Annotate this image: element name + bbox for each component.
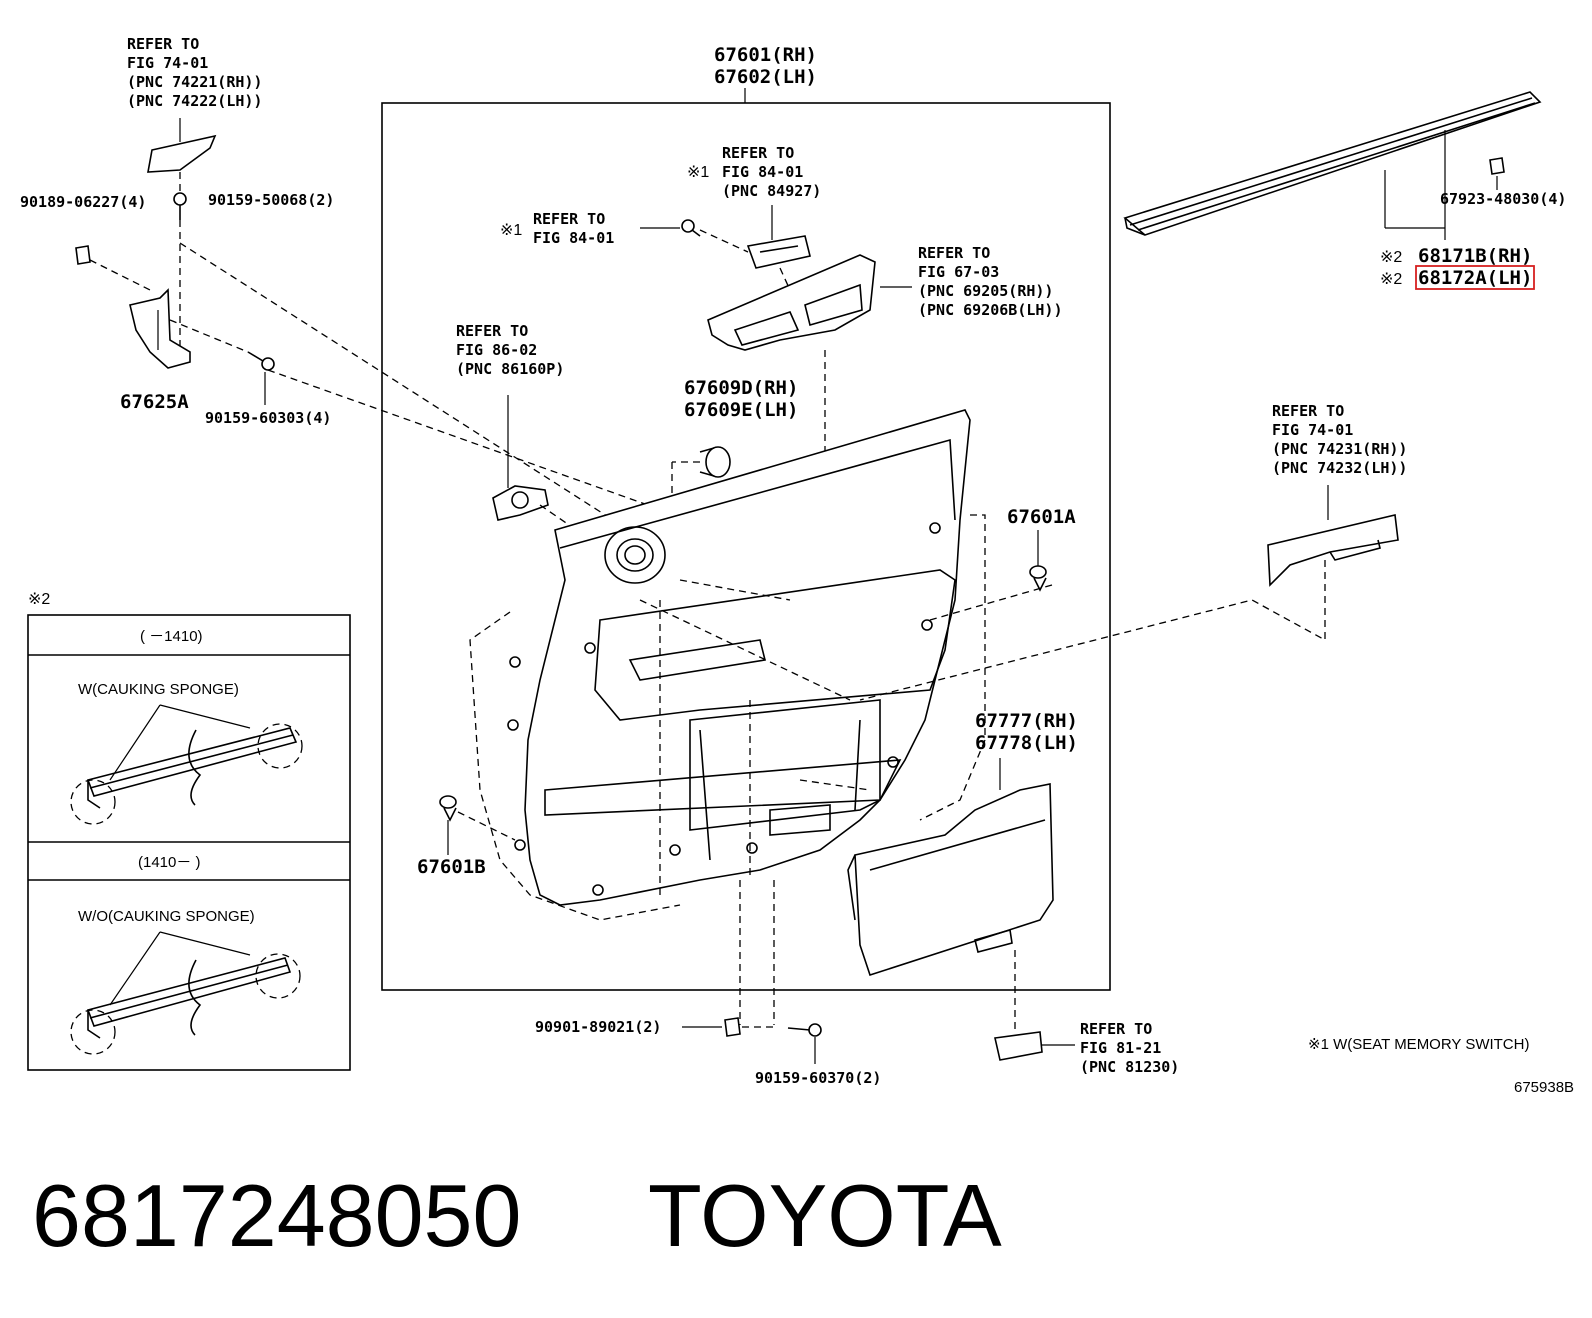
switch-refer-line1: REFER TO [722,144,794,162]
weatherstrip-note-mark-rh: ※2 [1380,249,1402,266]
clip-b-label: 67601B [417,856,486,878]
seat-memory-switch [746,235,811,269]
speaker-refer-line1: REFER TO [456,322,528,340]
clip-90189-06227 [75,245,91,265]
inset-mark: ※2 [28,591,50,608]
speaker-refer-line2: FIG 86-02 [456,341,537,359]
weatherstrip [1123,91,1542,236]
bracket-67625a [129,288,191,369]
right-trim-dash [859,560,1326,701]
screw-label: 90159-60303(4) [205,409,331,427]
footnote: ※1 W(SEAT MEMORY SWITCH) [1308,1036,1529,1053]
armrest-refer-line3: (PNC 69205(RH)) [918,282,1053,300]
panel-dash-outline-right [919,514,986,821]
screw-ref-line2: FIG 84-01 [533,229,614,247]
bracket-label: 67625A [120,391,189,413]
upper-trim-piece [147,134,217,173]
figure-code: 675938B [1514,1079,1574,1096]
switch-note-mark: ※1 [687,164,709,181]
clip-right-label: 90159-50068(2) [208,191,334,209]
top-left-refer-line3: (PNC 74221(RH)) [127,73,262,91]
bottom-screw-label: 90159-60370(2) [755,1069,881,1087]
switch-refer-line3: (PNC 84927) [722,182,821,200]
clip-67601b [439,795,457,822]
bottom-nut-label: 90901-89021(2) [535,1018,661,1036]
weatherstrip-clip [1489,157,1505,175]
courtesy-lamp [994,1031,1043,1061]
switch-screw [681,219,701,237]
inset-row2-header: (1410－ ) [138,854,201,871]
clip-90159-50068 [173,192,187,220]
weatherstrip-lh-highlight [1415,265,1535,290]
top-left-refer-line2: FIG 74-01 [127,54,208,72]
clip-left-label: 90189-06227(4) [20,193,146,211]
right-refer-line4: (PNC 74232(LH)) [1272,459,1407,477]
door-trim-panel [507,409,971,906]
lower-door-panel [854,783,1054,977]
main-panel-frame [381,102,1111,991]
armrest-refer-line4: (PNC 69206B(LH)) [918,301,1063,319]
armrest-refer-line2: FIG 67-03 [918,263,999,281]
inset-row1-header: ( －1410) [140,628,203,645]
courtesy-refer-line3: (PNC 81230) [1080,1058,1179,1076]
brand-name: TOYOTA [648,1166,1002,1265]
nut-90901-89021 [724,1017,741,1037]
right-refer-line3: (PNC 74231(RH)) [1272,440,1407,458]
main-panel-label-lh: 67602(LH) [714,66,817,88]
weatherstrip-note-mark-lh: ※2 [1380,271,1402,288]
right-refer-line1: REFER TO [1272,402,1344,420]
armrest-refer-line1: REFER TO [918,244,990,262]
weatherstrip-rh-label: 68171B(RH) [1418,245,1532,267]
courtesy-refer-line2: FIG 81-21 [1080,1039,1161,1057]
switch-refer-line2: FIG 84-01 [722,163,803,181]
right-refer-line2: FIG 74-01 [1272,421,1353,439]
trim-cap [699,446,731,478]
main-panel-label-rh: 67601(RH) [714,44,817,66]
screw-ref-note-mark: ※1 [500,222,522,239]
lower-panel-label-rh: 67777(RH) [975,710,1078,732]
inset-row1-caption: W(CAUKING SPONGE) [78,681,239,698]
weatherstrip-clip-label: 67923-48030(4) [1440,190,1566,208]
clip-67601a [1029,565,1047,592]
courtesy-refer-line1: REFER TO [1080,1020,1152,1038]
panel-dash-outline [469,611,681,921]
top-left-refer-line4: (PNC 74222(LH)) [127,92,262,110]
clip-a-label: 67601A [1007,506,1076,528]
screw-90159-60370 [787,1023,822,1037]
screw-ref-line1: REFER TO [533,210,605,228]
screw-90159-60303 [247,351,275,371]
speaker-refer-line3: (PNC 86160P) [456,360,564,378]
lower-panel-label-lh: 67778(LH) [975,732,1078,754]
top-left-refer-line1: REFER TO [127,35,199,53]
right-trim-piece [1267,514,1399,587]
armrest-bezel [707,254,876,351]
inset-strip-without-sponge [70,931,301,1055]
weatherstrip-lh-label: 68172A(LH) [1418,267,1532,289]
inset-row2-caption: W/O(CAUKING SPONGE) [78,908,255,925]
cap-label-lh: 67609E(LH) [684,399,798,421]
inset-strip-with-sponge [70,704,303,825]
cap-label-rh: 67609D(RH) [684,377,798,399]
speaker-bracket [492,485,549,521]
part-number: 6817248050 [32,1166,521,1265]
